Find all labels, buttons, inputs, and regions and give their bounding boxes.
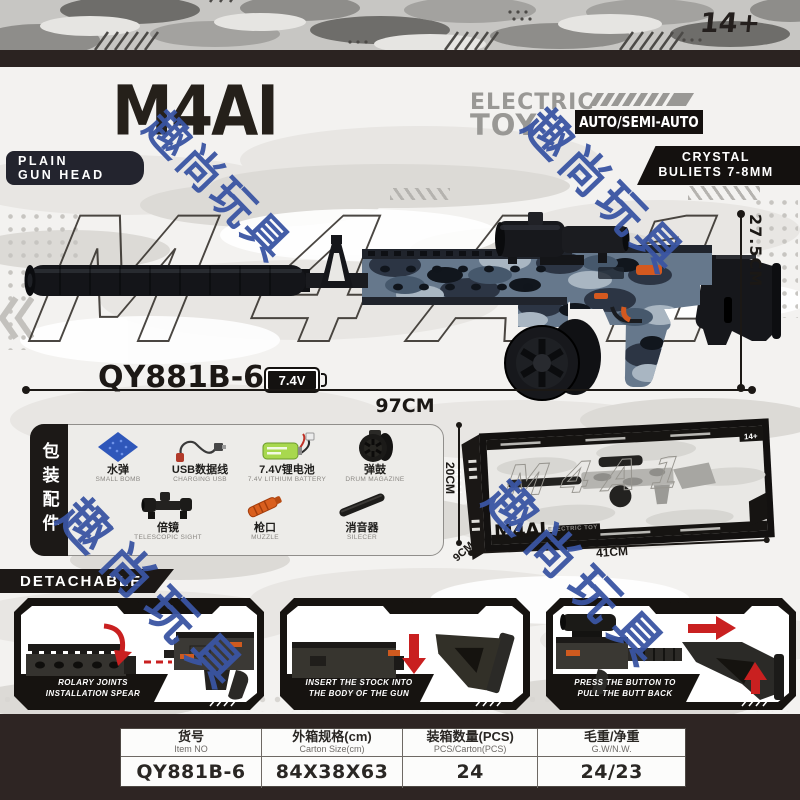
telescopic-sight-icon xyxy=(120,488,216,522)
item-label-zh: 弹鼓 xyxy=(364,464,386,476)
package-panel-tab: 包装配件 xyxy=(30,424,68,556)
spec-value-weight: 24/23 xyxy=(538,757,685,788)
package-item-silencer: 消音器 SILECER xyxy=(314,488,410,542)
spec-header-en: PCS/Carton(PCS) xyxy=(433,744,507,754)
spec-header-en: Item NO xyxy=(174,744,208,754)
spec-header-zh: 毛重/净重 xyxy=(583,729,640,744)
step-2-illustration xyxy=(280,598,530,710)
package-panel-label: 包装配件 xyxy=(39,442,59,538)
hatch-decoration xyxy=(688,186,760,200)
height-label: 27.5CM xyxy=(746,214,765,288)
battery-badge: 7.4V xyxy=(264,367,327,393)
left-badge-line1: PLAIN xyxy=(18,154,68,168)
subtitle-electric: ELECTRIC xyxy=(470,90,595,115)
mode-badge-label: AUTO/SEMI-AUTO xyxy=(579,113,699,131)
step-panel-2: INSERT THE STOCK INTO THE BODY OF THE GU… xyxy=(280,598,530,710)
item-label-zh: 倍镜 xyxy=(157,522,179,534)
spec-value: QY881B-6 xyxy=(136,761,246,783)
top-divider-bar xyxy=(0,50,800,67)
left-badge-line2: GUN HEAD xyxy=(18,168,105,182)
length-dimension-line xyxy=(22,386,756,394)
right-badge-line2: BULIETS 7-8MM xyxy=(658,165,774,179)
spec-header-en: Carton Size(cm) xyxy=(299,744,365,754)
usb-cable-icon xyxy=(152,430,248,464)
item-label-en: MUZZLE xyxy=(251,534,279,541)
package-item-muzzle: 枪口 MUZZLE xyxy=(217,488,313,542)
box-height-label: 20CM xyxy=(443,462,457,495)
step-1-caption: ROLARY JOINTS INSTALLATION SPEAR xyxy=(26,678,160,699)
step-caption-line1: PRESS THE BUTTON TO xyxy=(574,678,676,687)
step-caption-line1: ROLARY JOINTS xyxy=(58,678,128,687)
spec-header-zh: 装箱数量(PCS) xyxy=(426,729,514,744)
package-item-water-bomb: 水弹 SMALL BOMB xyxy=(70,430,166,484)
muzzle-icon xyxy=(217,488,313,522)
spec-value: 24/23 xyxy=(580,761,643,783)
spec-value: 24 xyxy=(456,761,484,783)
spec-header-carton-size: 外箱规格(cm) Carton Size(cm) xyxy=(262,729,403,757)
item-label-zh: 消音器 xyxy=(345,522,379,534)
retail-box-art xyxy=(461,418,775,561)
top-camo-band xyxy=(0,0,800,52)
step-caption-line2: THE BODY OF THE GUN xyxy=(308,688,410,698)
step-caption-line2: INSTALLATION SPEAR xyxy=(45,688,141,698)
step-caption-line1: INSERT THE STOCK INTO xyxy=(305,678,413,687)
spec-header-en: G.W/N.W. xyxy=(591,744,632,754)
rifle-illustration xyxy=(24,212,781,401)
crystal-bullets-badge: CRYSTAL BULIETS 7-8MM xyxy=(637,146,800,185)
spec-table: 货号 Item NO 外箱规格(cm) Carton Size(cm) 装箱数量… xyxy=(120,728,686,788)
item-label-zh: 水弹 xyxy=(107,464,129,476)
step-panel-1: ROLARY JOINTS INSTALLATION SPEAR xyxy=(14,598,264,710)
box-height-dimension-line xyxy=(456,422,462,546)
item-label-en: SMALL BOMB xyxy=(95,476,141,483)
step-2-caption: INSERT THE STOCK INTO THE BODY OF THE GU… xyxy=(292,678,426,699)
item-label-en: SILECER xyxy=(347,534,377,541)
spec-value-qty: 24 xyxy=(403,757,539,788)
box-age-rating: 14+ xyxy=(743,431,758,442)
length-label: 97CM xyxy=(375,395,435,417)
spec-header-zh: 货号 xyxy=(177,729,204,744)
spec-value: 84X38X63 xyxy=(275,761,389,783)
item-label-zh: 枪口 xyxy=(254,522,276,534)
step-3-illustration xyxy=(546,598,796,710)
step-panel-3: PRESS THE BUTTON TO PULL THE BUTT BACK xyxy=(546,598,796,710)
spec-header-qty: 装箱数量(PCS) PCS/Carton(PCS) xyxy=(403,729,539,757)
item-label-en: TELESCOPIC SIGHT xyxy=(134,534,202,541)
spec-header-item-no: 货号 Item NO xyxy=(121,729,262,757)
item-label-zh: 7.4V锂电池 xyxy=(259,464,315,476)
height-dimension-line xyxy=(737,210,745,392)
water-bomb-icon xyxy=(70,430,166,464)
spec-value-carton-size: 84X38X63 xyxy=(262,757,403,788)
plain-gun-head-badge: PLAIN GUN HEAD xyxy=(6,151,144,185)
spec-header-weight: 毛重/净重 G.W/N.W. xyxy=(538,729,685,757)
item-label-en: DRUM MAGAZINE xyxy=(345,476,405,483)
mode-badge: AUTO/SEMI-AUTO xyxy=(575,110,703,134)
package-item-battery: 7.4V锂电池 7.4V LITHIUM BATTERY xyxy=(239,430,335,484)
step-caption-line2: PULL THE BUTT BACK xyxy=(577,688,673,698)
drum-magazine-icon xyxy=(327,430,423,464)
retail-box: M4A1 M4AI M4AI ELECTRIC TOY 14+ xyxy=(448,412,800,564)
spec-header-zh: 外箱规格(cm) xyxy=(292,729,372,744)
detachable-banner-label: DETACHABLE xyxy=(20,572,143,590)
spec-value-item-no: QY881B-6 xyxy=(121,757,262,788)
item-label-zh: USB数据线 xyxy=(171,464,229,476)
hatch-decoration xyxy=(390,188,450,200)
step-3-caption: PRESS THE BUTTON TO PULL THE BUTT BACK xyxy=(558,678,692,699)
age-rating: 14+ xyxy=(698,8,762,39)
lithium-battery-icon xyxy=(239,430,335,464)
package-item-scope: 倍镜 TELESCOPIC SIGHT xyxy=(120,488,216,542)
silencer-icon xyxy=(314,488,410,522)
chevron-decoration xyxy=(0,296,34,340)
package-item-drum: 弹鼓 DRUM MAGAZINE xyxy=(327,430,423,484)
battery-label: 7.4V xyxy=(278,372,306,388)
slash-decoration xyxy=(588,93,695,106)
subtitle-toy: TOY xyxy=(470,108,538,142)
detachable-banner: DETACHABLE xyxy=(0,569,174,593)
right-badge-line1: CRYSTAL xyxy=(681,150,751,164)
step-1-illustration xyxy=(14,598,264,710)
item-label-en: 7.4V LITHIUM BATTERY xyxy=(247,476,327,483)
product-title: M4AI xyxy=(112,72,279,152)
item-label-en: CHARGING USB xyxy=(173,476,227,483)
dot-grid-decoration xyxy=(4,210,82,260)
package-item-usb-cable: USB数据线 CHARGING USB xyxy=(152,430,248,484)
